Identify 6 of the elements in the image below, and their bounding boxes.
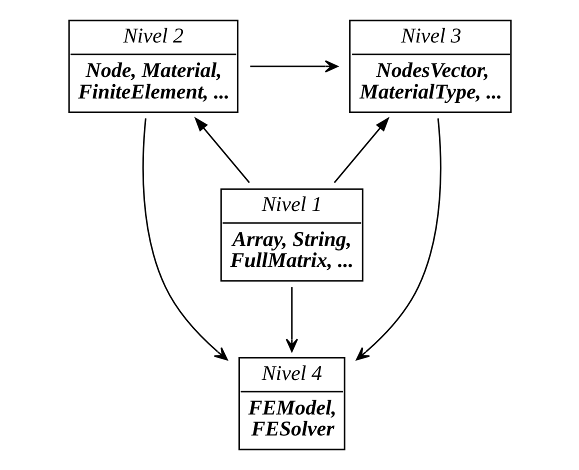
arrow	[194, 116, 250, 184]
arrow	[250, 60, 338, 73]
arrow	[285, 287, 298, 352]
arrow	[333, 116, 390, 184]
arrow	[142, 118, 228, 360]
arrow	[355, 118, 441, 360]
